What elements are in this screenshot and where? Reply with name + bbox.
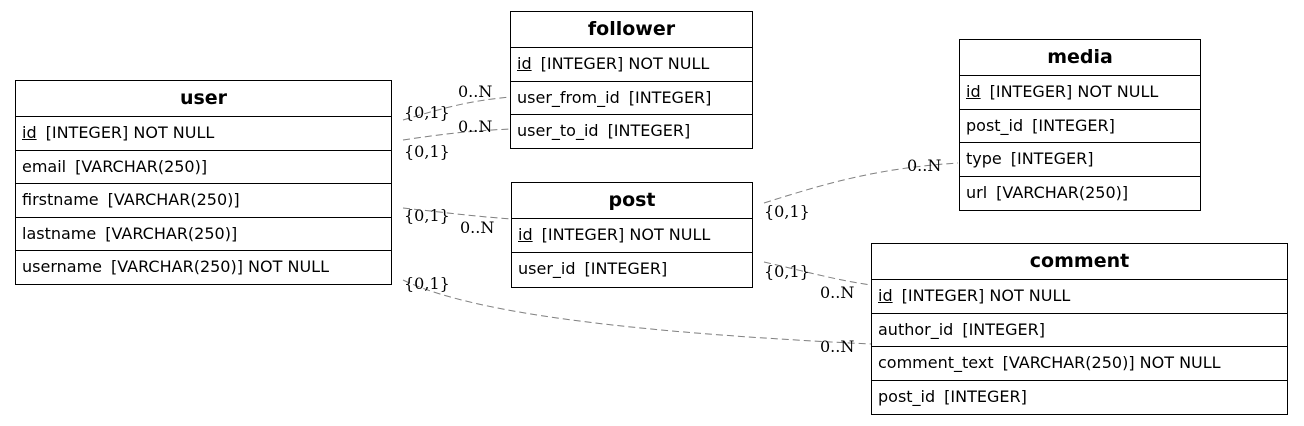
post-field-id: id [INTEGER] NOT NULL [512, 219, 752, 253]
field-name: post_id [966, 115, 1024, 135]
post-field-user-id: user_id [INTEGER] [512, 253, 752, 287]
follower-field-id: id [INTEGER] NOT NULL [511, 48, 752, 82]
field-type: [VARCHAR(250)] NOT NULL [111, 257, 329, 276]
rel-user-comment-to-label: 0..N [820, 337, 854, 356]
field-type: [INTEGER] NOT NULL [540, 54, 710, 73]
field-name: email [22, 156, 67, 176]
rel-user-follower-2-line [402, 128, 511, 141]
entity-comment[interactable]: comment id [INTEGER] NOT NULL author_id [I… [871, 243, 1288, 415]
user-field-username: username [VARCHAR(250)] NOT NULL [16, 251, 391, 285]
media-field-url: url [VARCHAR(250)] [960, 177, 1200, 211]
entity-user-title: user [16, 81, 391, 117]
field-type: [INTEGER] NOT NULL [45, 123, 215, 142]
field-type: [VARCHAR(250)] [75, 156, 208, 176]
field-name: username [22, 257, 102, 276]
entity-media-title: media [960, 40, 1200, 76]
rel-user-comment-line [402, 279, 872, 345]
field-name: id [966, 82, 981, 101]
field-name: id [878, 286, 893, 305]
rel-user-follower-1-to-label: 0..N [458, 82, 492, 101]
rel-user-post-to-label: 0..N [460, 218, 494, 237]
rel-post-media-line [763, 162, 959, 204]
rel-user-follower-2-from-label: {0,1} [404, 142, 450, 161]
field-type: [INTEGER] [1010, 149, 1094, 168]
field-type: [INTEGER] NOT NULL [989, 82, 1159, 101]
rel-post-media-from-label: {0,1} [764, 202, 810, 221]
field-name: id [518, 225, 533, 244]
entity-post[interactable]: post id [INTEGER] NOT NULL user_id [INTEGE… [511, 182, 753, 288]
entity-post-title: post [512, 183, 752, 219]
field-type: [INTEGER] [1032, 115, 1115, 135]
field-type: [INTEGER] [628, 87, 712, 107]
field-type: [VARCHAR(250)] NOT NULL [1002, 353, 1221, 372]
field-type: [VARCHAR(250)] [996, 182, 1129, 202]
field-type: [VARCHAR(250)] [105, 223, 238, 243]
rel-user-comment-from-label: {0,1} [404, 274, 450, 293]
comment-field-id: id [INTEGER] NOT NULL [872, 280, 1287, 314]
field-name: author_id [878, 319, 954, 339]
rel-post-comment-line [763, 261, 872, 286]
field-name: comment_text [878, 353, 994, 372]
field-name: firstname [22, 190, 99, 209]
rel-user-follower-1-from-label: {0,1} [404, 103, 450, 122]
user-field-firstname: firstname [VARCHAR(250)] [16, 184, 391, 218]
field-name: lastname [22, 223, 97, 243]
media-field-post-id: post_id [INTEGER] [960, 110, 1200, 143]
media-field-id: id [INTEGER] NOT NULL [960, 76, 1200, 110]
field-name: id [22, 123, 37, 142]
entity-follower[interactable]: follower id [INTEGER] NOT NULL user_from_… [510, 11, 753, 149]
rel-user-post-from-label: {0,1} [404, 206, 450, 225]
field-type: [INTEGER] [944, 386, 1027, 406]
field-name: user_id [518, 258, 576, 278]
field-type: [VARCHAR(250)] [107, 190, 240, 209]
entity-media[interactable]: media id [INTEGER] NOT NULL post_id [INTEG… [959, 39, 1201, 211]
rel-post-comment-to-label: 0..N [820, 283, 854, 302]
field-name: user_to_id [517, 121, 599, 140]
user-field-id: id [INTEGER] NOT NULL [16, 117, 391, 151]
media-field-type: type [INTEGER] [960, 143, 1200, 177]
entity-follower-title: follower [511, 12, 752, 48]
rel-user-follower-2-to-label: 0..N [458, 117, 492, 136]
rel-post-comment-from-label: {0,1} [764, 262, 810, 281]
comment-field-post-id: post_id [INTEGER] [872, 381, 1287, 415]
rel-user-follower-1-line [402, 96, 511, 121]
rel-user-post-line [402, 207, 513, 220]
field-type: [INTEGER] NOT NULL [901, 286, 1071, 305]
field-name: type [966, 149, 1002, 168]
field-type: [INTEGER] [962, 319, 1046, 339]
rel-post-media-to-label: 0..N [907, 156, 941, 175]
field-name: id [517, 54, 532, 73]
comment-field-author-id: author_id [INTEGER] [872, 314, 1287, 347]
field-name: user_from_id [517, 87, 620, 107]
comment-field-comment-text: comment_text [VARCHAR(250)] NOT NULL [872, 347, 1287, 381]
field-type: [INTEGER] NOT NULL [541, 225, 711, 244]
field-name: post_id [878, 386, 936, 406]
field-type: [INTEGER] [584, 258, 668, 278]
entity-user[interactable]: user id [INTEGER] NOT NULL email [VARCHAR(… [15, 80, 392, 285]
user-field-lastname: lastname [VARCHAR(250)] [16, 218, 391, 251]
entity-comment-title: comment [872, 244, 1287, 280]
field-name: url [966, 182, 988, 202]
user-field-email: email [VARCHAR(250)] [16, 151, 391, 184]
follower-field-user-to-id: user_to_id [INTEGER] [511, 115, 752, 149]
follower-field-user-from-id: user_from_id [INTEGER] [511, 82, 752, 115]
field-type: [INTEGER] [607, 121, 691, 140]
